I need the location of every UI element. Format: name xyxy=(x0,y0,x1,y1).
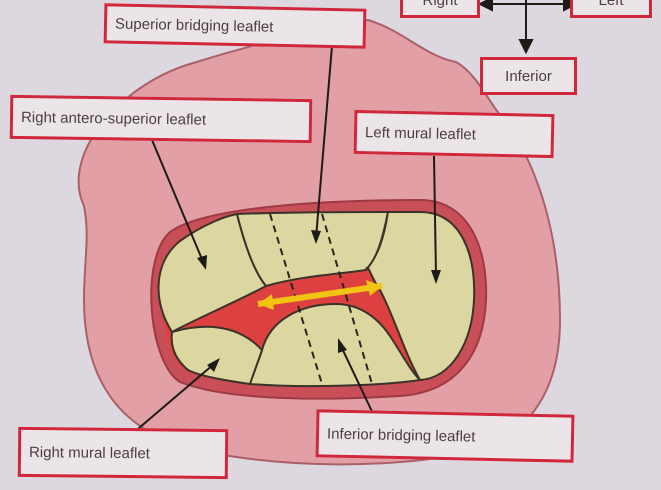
label-left-mural-leaflet: Left mural leaflet xyxy=(354,110,555,158)
label-right: Right xyxy=(400,0,480,18)
label-right-antero-superior-leaflet: Right antero-superior leaflet xyxy=(10,95,313,143)
label-inferior-bridging-leaflet: Inferior bridging leaflet xyxy=(316,409,575,462)
label-superior-bridging-leaflet: Superior bridging leaflet xyxy=(104,3,367,48)
orientation-compass xyxy=(480,0,576,52)
label-right-mural-leaflet: Right mural leaflet xyxy=(18,427,229,479)
label-inferior: Inferior xyxy=(480,57,577,95)
label-left: Left xyxy=(570,0,652,18)
